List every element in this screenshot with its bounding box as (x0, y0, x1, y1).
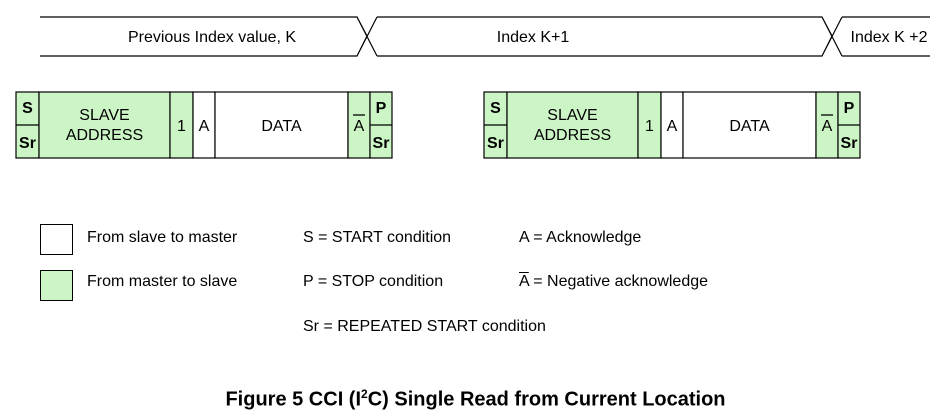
index-bar-outline (40, 16, 930, 57)
index-prev-label: Previous Index value, K (128, 29, 296, 46)
frame1-p: P (376, 100, 387, 117)
frame2-nack: A (822, 118, 833, 135)
legend-repeated-start: Sr = REPEATED START condition (303, 318, 546, 335)
legend-green-swatch (40, 270, 73, 301)
frame1-slave-address-cell (38, 91, 171, 159)
legend-stop: P = STOP condition (303, 273, 444, 290)
frame1-slave-line2: ADDRESS (66, 127, 143, 144)
legend-white-swatch (40, 224, 73, 255)
frame1-slave-line1: SLAVE (79, 107, 129, 124)
frame1-sr-end: Sr (373, 135, 390, 152)
frame2-slave-line1: SLAVE (547, 107, 597, 124)
caption-prefix: Figure 5 CCI (I (225, 388, 362, 411)
frame1-ack: A (199, 118, 210, 135)
frame1-sr: Sr (19, 135, 36, 152)
index-next-label: Index K+1 (497, 29, 570, 46)
frame2-slave-line2: ADDRESS (534, 127, 611, 144)
frame2-sr-end: Sr (841, 135, 858, 152)
legend-master-to-slave: From master to slave (87, 273, 238, 290)
frame2-s: S (490, 100, 501, 117)
caption-suffix: C) Single Read from Current Location (367, 388, 726, 411)
frame1-data-cell (214, 91, 349, 159)
legend-nack-symbol: A (519, 273, 529, 290)
frame2-slave-address-cell (506, 91, 639, 159)
legend-nack-text: = Negative acknowledge (528, 273, 709, 290)
frame2-data: DATA (729, 118, 770, 135)
frame2-rw: 1 (645, 118, 654, 135)
frame-2: S Sr SLAVE ADDRESS 1 A DATA A P Sr (483, 91, 861, 159)
frame2-ack: A (667, 118, 678, 135)
frame1-s: S (22, 100, 33, 117)
frame-1: S Sr SLAVE ADDRESS 1 A DATA A P Sr (15, 91, 393, 159)
frame1-rw: 1 (177, 118, 186, 135)
caption-sup: 2 (361, 387, 368, 401)
frame1-data: DATA (261, 118, 302, 135)
legend-ack: A = Acknowledge (519, 229, 642, 246)
index-next2-label: Index K +2 (851, 29, 928, 46)
legend-nack: A = Negative acknowledge (519, 272, 708, 292)
frame2-data-cell (682, 91, 817, 159)
frame1-nack: A (354, 118, 365, 135)
legend-start: S = START condition (303, 229, 452, 246)
frame2-sr: Sr (487, 135, 504, 152)
figure-caption: Figure 5 CCI (I2C) Single Read from Curr… (0, 382, 951, 412)
frame2-p: P (844, 100, 855, 117)
legend-slave-to-master: From slave to master (87, 229, 238, 246)
